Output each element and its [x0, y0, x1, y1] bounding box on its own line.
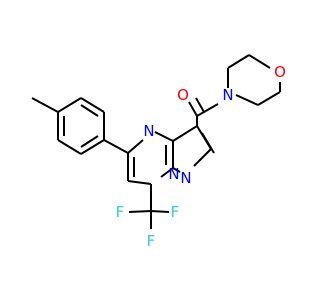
bond-pyrimidine-6 — [127, 180, 152, 185]
bond-layer — [31, 54, 281, 229]
bond-pyrazole-inner — [201, 132, 215, 154]
bond-tolyl-inner-3 — [80, 104, 99, 117]
atom-label-oxygen-ring: O — [274, 63, 286, 81]
bond-pyrimidine-4 — [160, 167, 174, 178]
bond-tolyl-inner-2 — [80, 135, 99, 148]
bond-carbonyl-to-n — [196, 103, 219, 117]
bond-cf3-f1 — [128, 210, 152, 213]
bond-cf3-f2 — [150, 210, 170, 213]
bond-morpholine-4 — [248, 54, 271, 69]
bond-morpholine-1 — [235, 94, 259, 106]
bond-pyrimidine-2 — [154, 131, 174, 142]
bond-carbonyl-1 — [188, 101, 198, 117]
bond-pyrazole-4 — [172, 167, 181, 173]
bond-morpholine-2 — [257, 91, 281, 106]
bond-pyrazole-3 — [193, 148, 212, 167]
atom-label-nitrogen-pyrimidine: N — [143, 122, 154, 140]
bond-tolyl-5 — [80, 97, 105, 113]
bond-tolyl-3 — [80, 139, 105, 155]
atom-label-nitrogen-morpholine: N — [222, 86, 233, 104]
bond-methyl — [31, 97, 59, 113]
molecule-structure-diagram: N N N N O O F F F — [31, 54, 286, 250]
atom-label-nitrogen-bridgehead: N — [168, 165, 179, 183]
bond-tolyl-6 — [57, 97, 82, 113]
bond-morpholine-5 — [227, 54, 250, 69]
atom-label-oxygen-carbonyl: O — [177, 86, 189, 104]
bond-pyrimidine-1 — [127, 139, 144, 154]
atom-label-fluorine-right: F — [171, 203, 180, 221]
atom-label-fluorine-bottom: F — [147, 232, 156, 250]
atom-label-layer: N N N N O O F F F — [116, 63, 286, 250]
atom-label-fluorine-left: F — [116, 203, 125, 221]
bond-pyrazole-1 — [172, 125, 198, 142]
bond-tolyl-2 — [57, 139, 82, 155]
bond-aryl-link — [103, 139, 129, 154]
atom-label-nitrogen-pyrazole: N — [180, 169, 191, 187]
bond-carbonyl-2 — [195, 97, 205, 113]
